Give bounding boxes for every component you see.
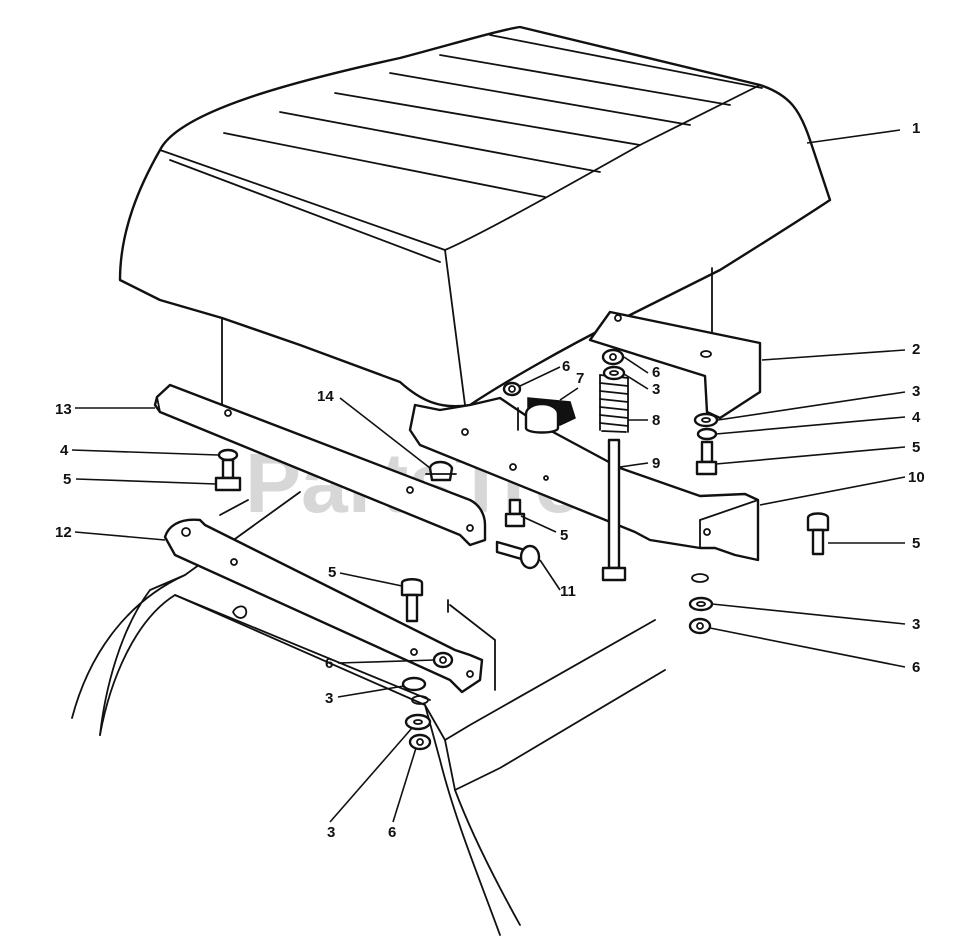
callout-2: 2 <box>912 341 920 358</box>
callout-1: 1 <box>912 120 920 137</box>
callout-6: 6 <box>652 364 660 381</box>
seat-cushion <box>118 25 832 411</box>
bolt-right-1 <box>695 440 718 476</box>
callout-8: 8 <box>652 412 660 429</box>
callout-6: 6 <box>388 824 396 841</box>
callout-4: 4 <box>912 409 921 426</box>
callout-3: 3 <box>327 824 335 841</box>
nut-bottom <box>408 733 432 751</box>
washer-bottom <box>404 713 432 731</box>
callout-3: 3 <box>652 381 660 398</box>
callout-4: 4 <box>60 442 69 459</box>
callout-5: 5 <box>912 535 920 552</box>
seat-mounting-bracket <box>408 314 760 562</box>
callout-9: 9 <box>652 455 660 472</box>
nut-lever <box>502 381 522 397</box>
callout-13: 13 <box>55 401 72 418</box>
lever-knob <box>517 397 576 434</box>
callout-5: 5 <box>328 564 336 581</box>
front-bracket <box>153 383 487 547</box>
lockwasher-left <box>217 448 239 462</box>
callout-14: 14 <box>317 388 334 405</box>
leader-lines <box>71 129 906 823</box>
washer-right-2 <box>688 596 714 612</box>
bolt-hinge <box>400 578 424 623</box>
washer-hinge <box>401 676 427 692</box>
bolt-center <box>504 498 526 528</box>
callout-10: 10 <box>908 469 925 486</box>
washer-right-1 <box>693 412 719 428</box>
callout-5: 5 <box>63 471 71 488</box>
bolt-left <box>214 458 242 492</box>
callout-6: 6 <box>562 358 570 375</box>
callout-6: 6 <box>325 655 333 672</box>
hinge-bracket <box>163 518 484 694</box>
washer-top-rod <box>602 365 626 381</box>
callout-6: 6 <box>912 659 920 676</box>
nut-top-rod <box>601 348 625 366</box>
callout-5: 5 <box>912 439 920 456</box>
spring <box>599 374 629 433</box>
clip <box>425 460 457 482</box>
shoulder-bolt <box>495 540 541 570</box>
callout-7: 7 <box>576 370 584 387</box>
nut-right-2 <box>688 617 712 635</box>
callout-12: 12 <box>55 524 72 541</box>
tractor-body-outline <box>71 491 666 936</box>
nut-hinge <box>432 651 454 669</box>
bolt-right-2 <box>806 512 830 556</box>
lockwasher-right-1 <box>696 427 718 441</box>
callout-labels: 1 2 3 4 5 10 5 3 6 6 3 8 9 6 7 5 11 13 4… <box>55 120 925 841</box>
callout-3: 3 <box>912 616 920 633</box>
adjusting-rod <box>601 438 627 582</box>
callout-5: 5 <box>560 527 568 544</box>
callout-11: 11 <box>560 583 576 600</box>
callout-3: 3 <box>325 690 333 707</box>
slot-marks <box>411 573 709 705</box>
callout-3: 3 <box>912 383 920 400</box>
